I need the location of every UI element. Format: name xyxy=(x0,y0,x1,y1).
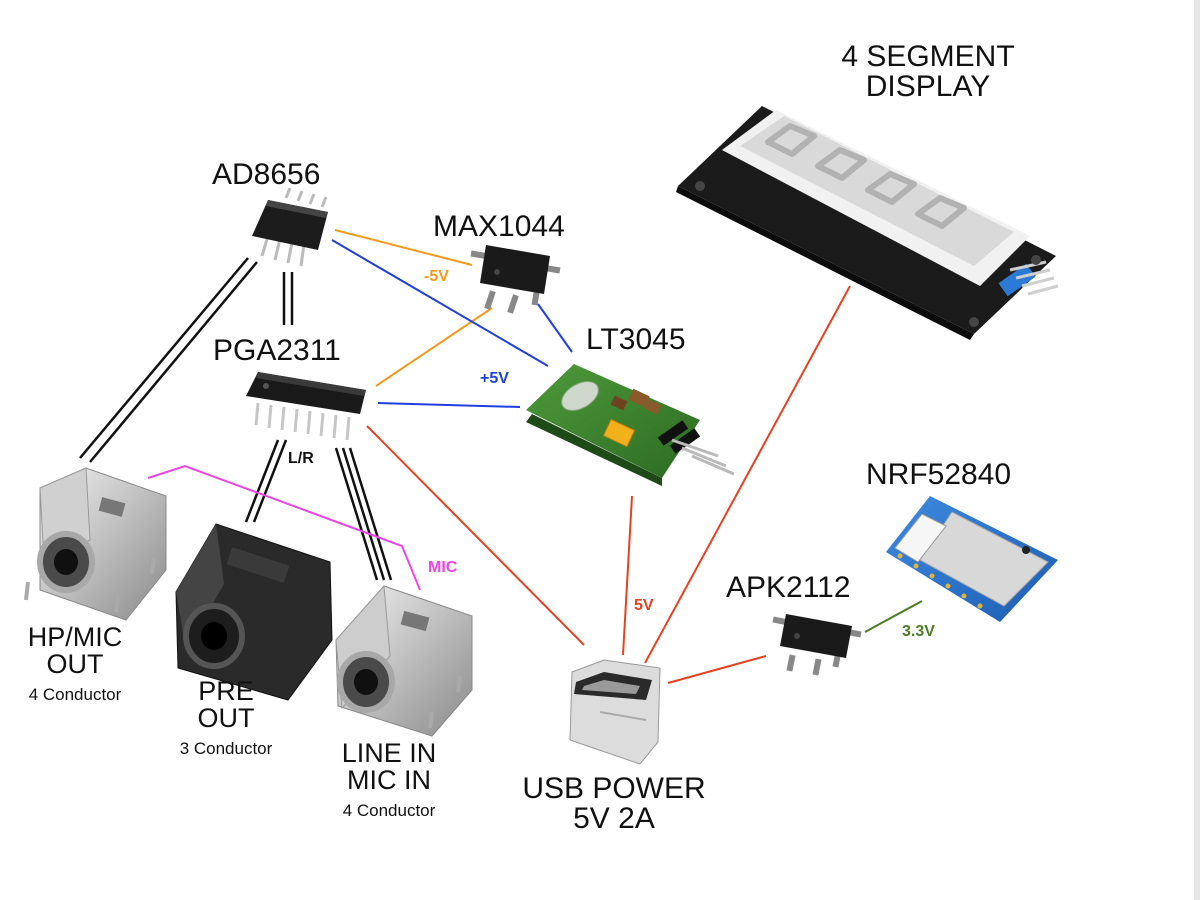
label-nrf52840: NRF52840 xyxy=(866,458,1012,491)
hp-mic-jack xyxy=(24,467,167,621)
label-display: 4 SEGMENT DISPLAY xyxy=(836,42,1020,102)
wire-neg5v xyxy=(334,229,493,387)
label-display-line1: 4 SEGMENT xyxy=(841,40,1015,73)
nrf52840-module xyxy=(886,496,1058,622)
wire-3v3 xyxy=(864,600,923,633)
label-hp-mic-out: HP/MIC OUT 4 Conductor xyxy=(10,622,140,704)
label-usb-power: USB POWER 5V 2A xyxy=(516,774,712,834)
tag-lr: L/R xyxy=(288,450,314,467)
wire-ad8656-hp xyxy=(79,257,258,463)
label-ad8656: AD8656 xyxy=(212,158,321,191)
apk2112-chip xyxy=(772,614,862,676)
label-pre-conductor: 3 Conductor xyxy=(179,739,273,758)
tag-mic: MIC xyxy=(428,559,458,576)
label-usb-line2: 5V 2A xyxy=(573,802,655,835)
tag-3v3: 3.3V xyxy=(902,623,935,640)
pre-out-jack xyxy=(175,523,333,701)
label-hp-line2: OUT xyxy=(46,649,104,679)
right-edge-border xyxy=(1194,0,1200,900)
label-pre-out: PRE OUT 3 Conductor xyxy=(164,676,288,758)
label-usb-line1: USB POWER xyxy=(522,772,706,805)
usb-connector xyxy=(569,659,661,765)
label-line-line1: LINE IN xyxy=(341,738,437,768)
label-line-in: LINE IN MIC IN 4 Conductor xyxy=(326,738,452,820)
label-display-line2: DISPLAY xyxy=(865,70,991,103)
tag-5v: 5V xyxy=(634,597,654,614)
lt3045-board xyxy=(526,364,735,486)
label-line-line2: MIC IN xyxy=(347,765,431,795)
pga2311-chip xyxy=(246,372,366,441)
label-hp-line1: HP/MIC xyxy=(27,622,123,652)
wire-5v-power xyxy=(366,285,851,684)
label-pga2311: PGA2311 xyxy=(213,334,341,367)
wire-ad8656-pga2311 xyxy=(282,272,294,325)
label-hp-conductor: 4 Conductor xyxy=(28,685,122,704)
label-max1044: MAX1044 xyxy=(433,210,565,243)
wire-pga2311-line xyxy=(334,447,393,581)
seven-segment-display xyxy=(676,106,1059,340)
wire-pga2311-pre xyxy=(244,439,288,523)
label-lt3045: LT3045 xyxy=(586,323,686,356)
wire-pos5v xyxy=(331,239,573,408)
wire-mic xyxy=(147,464,421,591)
tag-neg5v: -5V xyxy=(424,268,449,285)
label-pre-line1: PRE xyxy=(198,676,254,706)
label-pre-line2: OUT xyxy=(197,703,255,733)
label-line-conductor: 4 Conductor xyxy=(342,801,436,820)
ad8656-chip xyxy=(252,187,328,267)
line-in-jack xyxy=(335,584,473,737)
label-apk2112: APK2112 xyxy=(726,571,851,604)
max1044-chip xyxy=(470,245,561,314)
tag-pos5v: +5V xyxy=(480,370,509,387)
